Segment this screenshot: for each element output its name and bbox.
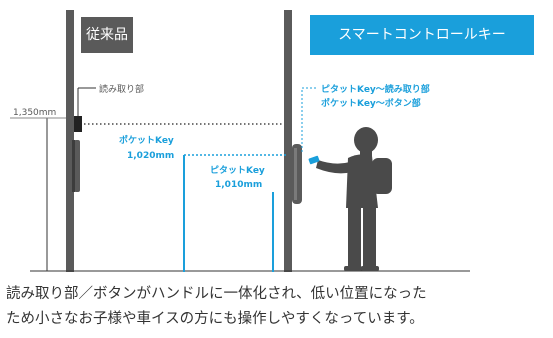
smart-label-line2: ポケットKey〜ボタン部 (321, 99, 421, 109)
pocket-key-height: 1,020mm (127, 151, 175, 161)
caption-line2: ため小さなお子様や車イスの方にも操作しやすくなっています。 (6, 311, 424, 327)
description-caption: 読み取り部／ボタンがハンドルに一体化され、低い位置になった ため小さなお子様や車… (6, 282, 551, 332)
caption-line1: 読み取り部／ボタンがハンドルに一体化され、低い位置になった (6, 286, 427, 302)
smart-key-icon (308, 155, 320, 165)
smart-label-line1: ピタットKey〜読み取り部 (321, 85, 430, 95)
child-figure (316, 127, 392, 271)
smart-handle-highlight (294, 148, 297, 200)
smart-door-frame (284, 10, 292, 272)
reader-label: 読み取り部 (99, 85, 145, 95)
conventional-handle-mount (72, 140, 75, 192)
pitatto-key-label: ピタットKey (210, 166, 265, 176)
door-height-diagram: 従来品 スマートコントロールキー 読み取り部 1,350mm ピタットKey〜読… (10, 10, 534, 272)
height-1350-label: 1,350mm (13, 108, 57, 118)
pocket-key-label: ポケットKey (119, 136, 174, 146)
conventional-handle (74, 140, 80, 192)
conventional-product-tag: 従来品 (81, 17, 133, 53)
conventional-reader (74, 116, 82, 132)
diagram-graphic (10, 10, 470, 272)
pitatto-key-height: 1,010mm (215, 180, 263, 190)
conventional-door-frame (66, 10, 74, 272)
smart-control-key-tag: スマートコントロールキー (310, 15, 534, 55)
